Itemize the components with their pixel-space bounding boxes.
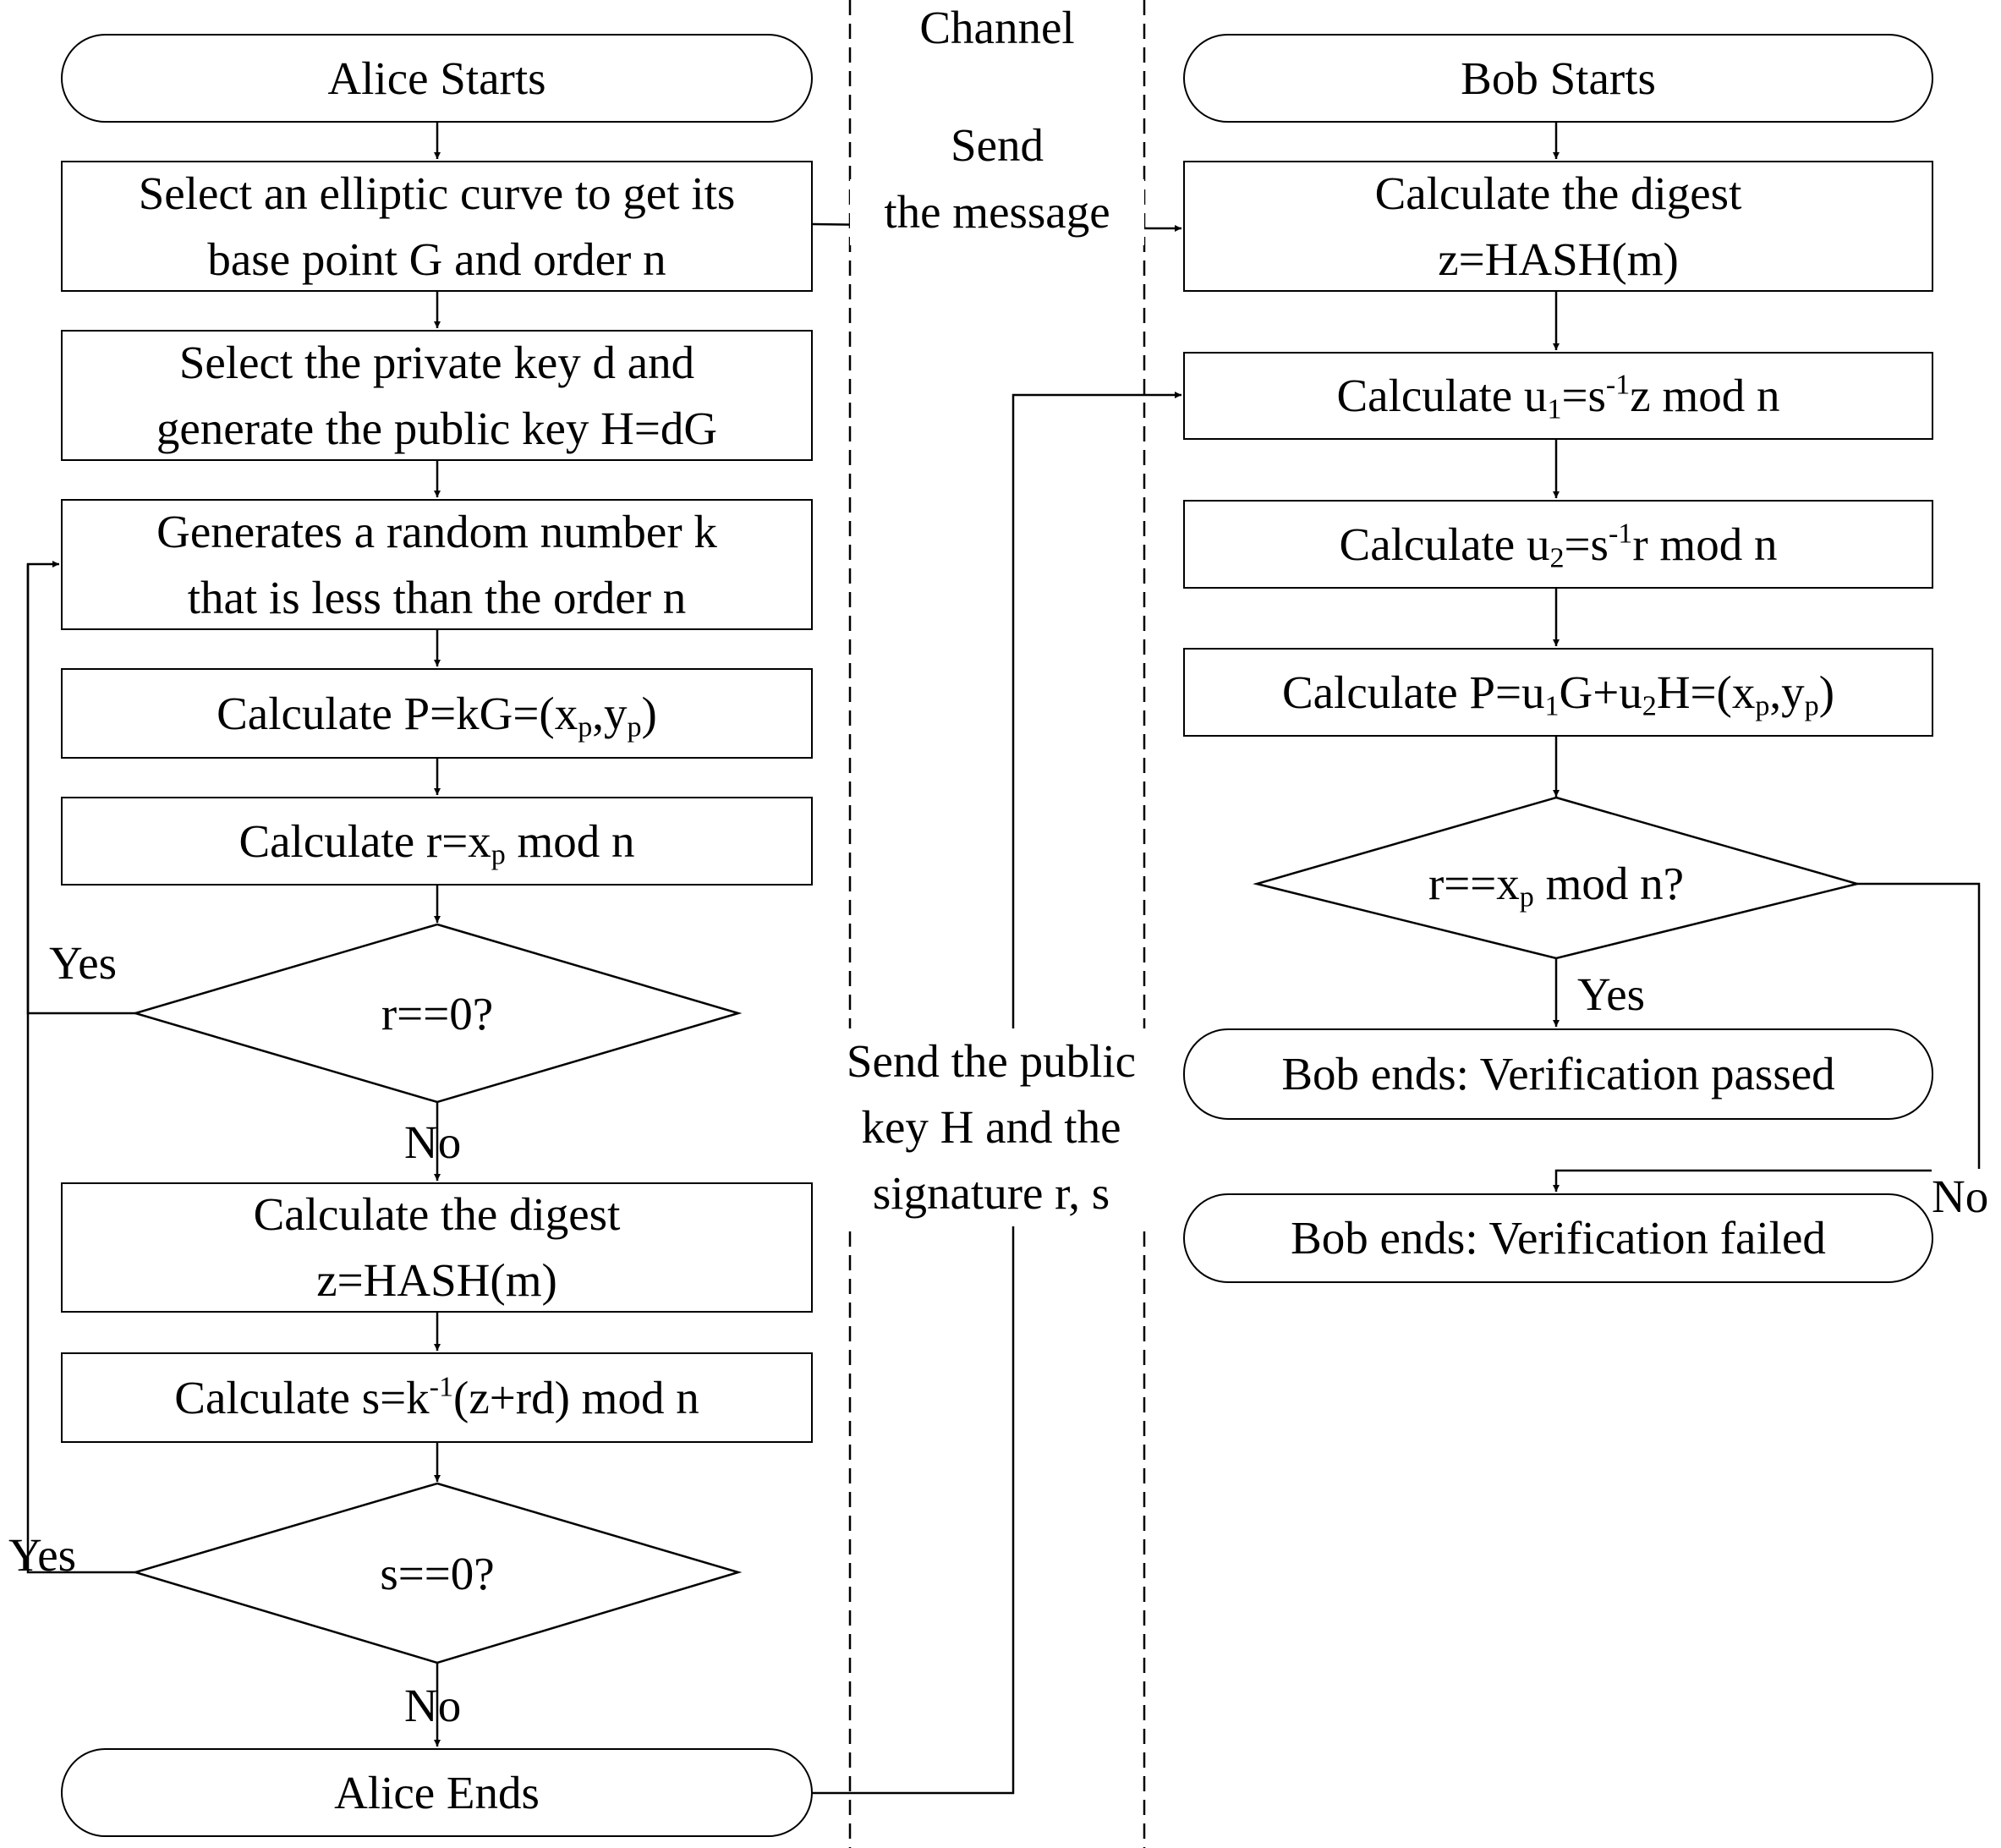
bob-end-failed-label: Bob ends: Verification failed xyxy=(1291,1212,1826,1264)
channel-title: Channel xyxy=(919,2,1075,53)
alice-digest-step: Calculate the digest z=HASH(m) xyxy=(61,1182,813,1313)
send-message-line-1: Send xyxy=(951,119,1044,171)
calc-s-step: Calculate s=k-1(z+rd) mod n xyxy=(61,1352,813,1443)
calc-u2-formula: Calculate u2=s-1r mod n xyxy=(1339,518,1778,574)
decision-s-zero-label: s==0? xyxy=(380,1548,495,1599)
send-key-line-1: Send the public xyxy=(846,1035,1137,1087)
calc-u1-formula: Calculate u1=s-1z mod n xyxy=(1336,369,1780,425)
calc-u2-step: Calculate u2=s-1r mod n xyxy=(1183,500,1933,589)
send-key-label: Send the public key H and the signature … xyxy=(814,1028,1169,1226)
calc-s-formula: Calculate s=k-1(z+rd) mod n xyxy=(174,1371,699,1423)
random-k-step: Generates a random number k that is less… xyxy=(61,499,813,630)
calc-r-formula: Calculate r=xp mod n xyxy=(238,814,635,871)
alice-end-terminal: Alice Ends xyxy=(61,1748,813,1837)
calc-p-formula: Calculate P=kG=(xp,yp) xyxy=(217,687,657,743)
select-key-step: Select the private key d and generate th… xyxy=(61,330,813,461)
alice-start-label: Alice Starts xyxy=(327,52,546,104)
select-curve-step: Select an elliptic curve to get its base… xyxy=(61,161,813,292)
bob-calc-p-step: Calculate P=u1G+u2H=(xp,yp) xyxy=(1183,648,1933,737)
select-curve-line-2: base point G and order n xyxy=(207,233,666,285)
s-zero-no-label: No xyxy=(404,1680,462,1731)
decision-r-zero-diamond xyxy=(131,923,743,1104)
verify-no-label: No xyxy=(1932,1169,1989,1225)
random-k-line-2: that is less than the order n xyxy=(187,571,687,623)
bob-end-failed-terminal: Bob ends: Verification failed xyxy=(1183,1193,1933,1283)
bob-digest-line-2: z=HASH(m) xyxy=(1438,233,1679,285)
verify-yes-label: Yes xyxy=(1577,968,1646,1020)
select-curve-line-1: Select an elliptic curve to get its xyxy=(138,167,736,219)
bob-calc-p-formula: Calculate P=u1G+u2H=(xp,yp) xyxy=(1281,666,1835,722)
bob-digest-step: Calculate the digest z=HASH(m) xyxy=(1183,161,1933,292)
bob-digest-line-1: Calculate the digest xyxy=(1374,167,1742,219)
alice-end-label: Alice Ends xyxy=(334,1766,540,1818)
select-key-line-2: generate the public key H=dG xyxy=(156,402,718,454)
decision-r-zero-label: r==0? xyxy=(381,988,494,1039)
bob-start-terminal: Bob Starts xyxy=(1183,34,1933,123)
send-message-line-2: the message xyxy=(850,179,1144,245)
bob-end-passed-terminal: Bob ends: Verification passed xyxy=(1183,1028,1933,1120)
r-zero-yes-label: Yes xyxy=(49,937,118,989)
s-zero-yes-label: Yes xyxy=(8,1529,77,1581)
decision-r-xp-diamond xyxy=(1253,796,1861,960)
send-key-line-3: signature r, s xyxy=(872,1167,1110,1219)
random-k-line-1: Generates a random number k xyxy=(156,505,717,557)
calc-p-step: Calculate P=kG=(xp,yp) xyxy=(61,668,813,759)
send-key-line-2: key H and the xyxy=(861,1101,1121,1153)
bob-start-label: Bob Starts xyxy=(1461,52,1656,104)
alice-start-terminal: Alice Starts xyxy=(61,34,813,123)
calc-r-step: Calculate r=xp mod n xyxy=(61,797,813,886)
r-zero-no-label: No xyxy=(404,1116,462,1168)
select-key-line-1: Select the private key d and xyxy=(178,336,695,388)
decision-r-xp-label: r==xp mod n? xyxy=(1428,858,1685,913)
alice-digest-line-2: z=HASH(m) xyxy=(316,1254,557,1306)
alice-digest-line-1: Calculate the digest xyxy=(253,1188,621,1240)
bob-end-passed-label: Bob ends: Verification passed xyxy=(1281,1048,1835,1099)
calc-u1-step: Calculate u1=s-1z mod n xyxy=(1183,352,1933,440)
decision-s-zero-diamond xyxy=(131,1482,743,1664)
